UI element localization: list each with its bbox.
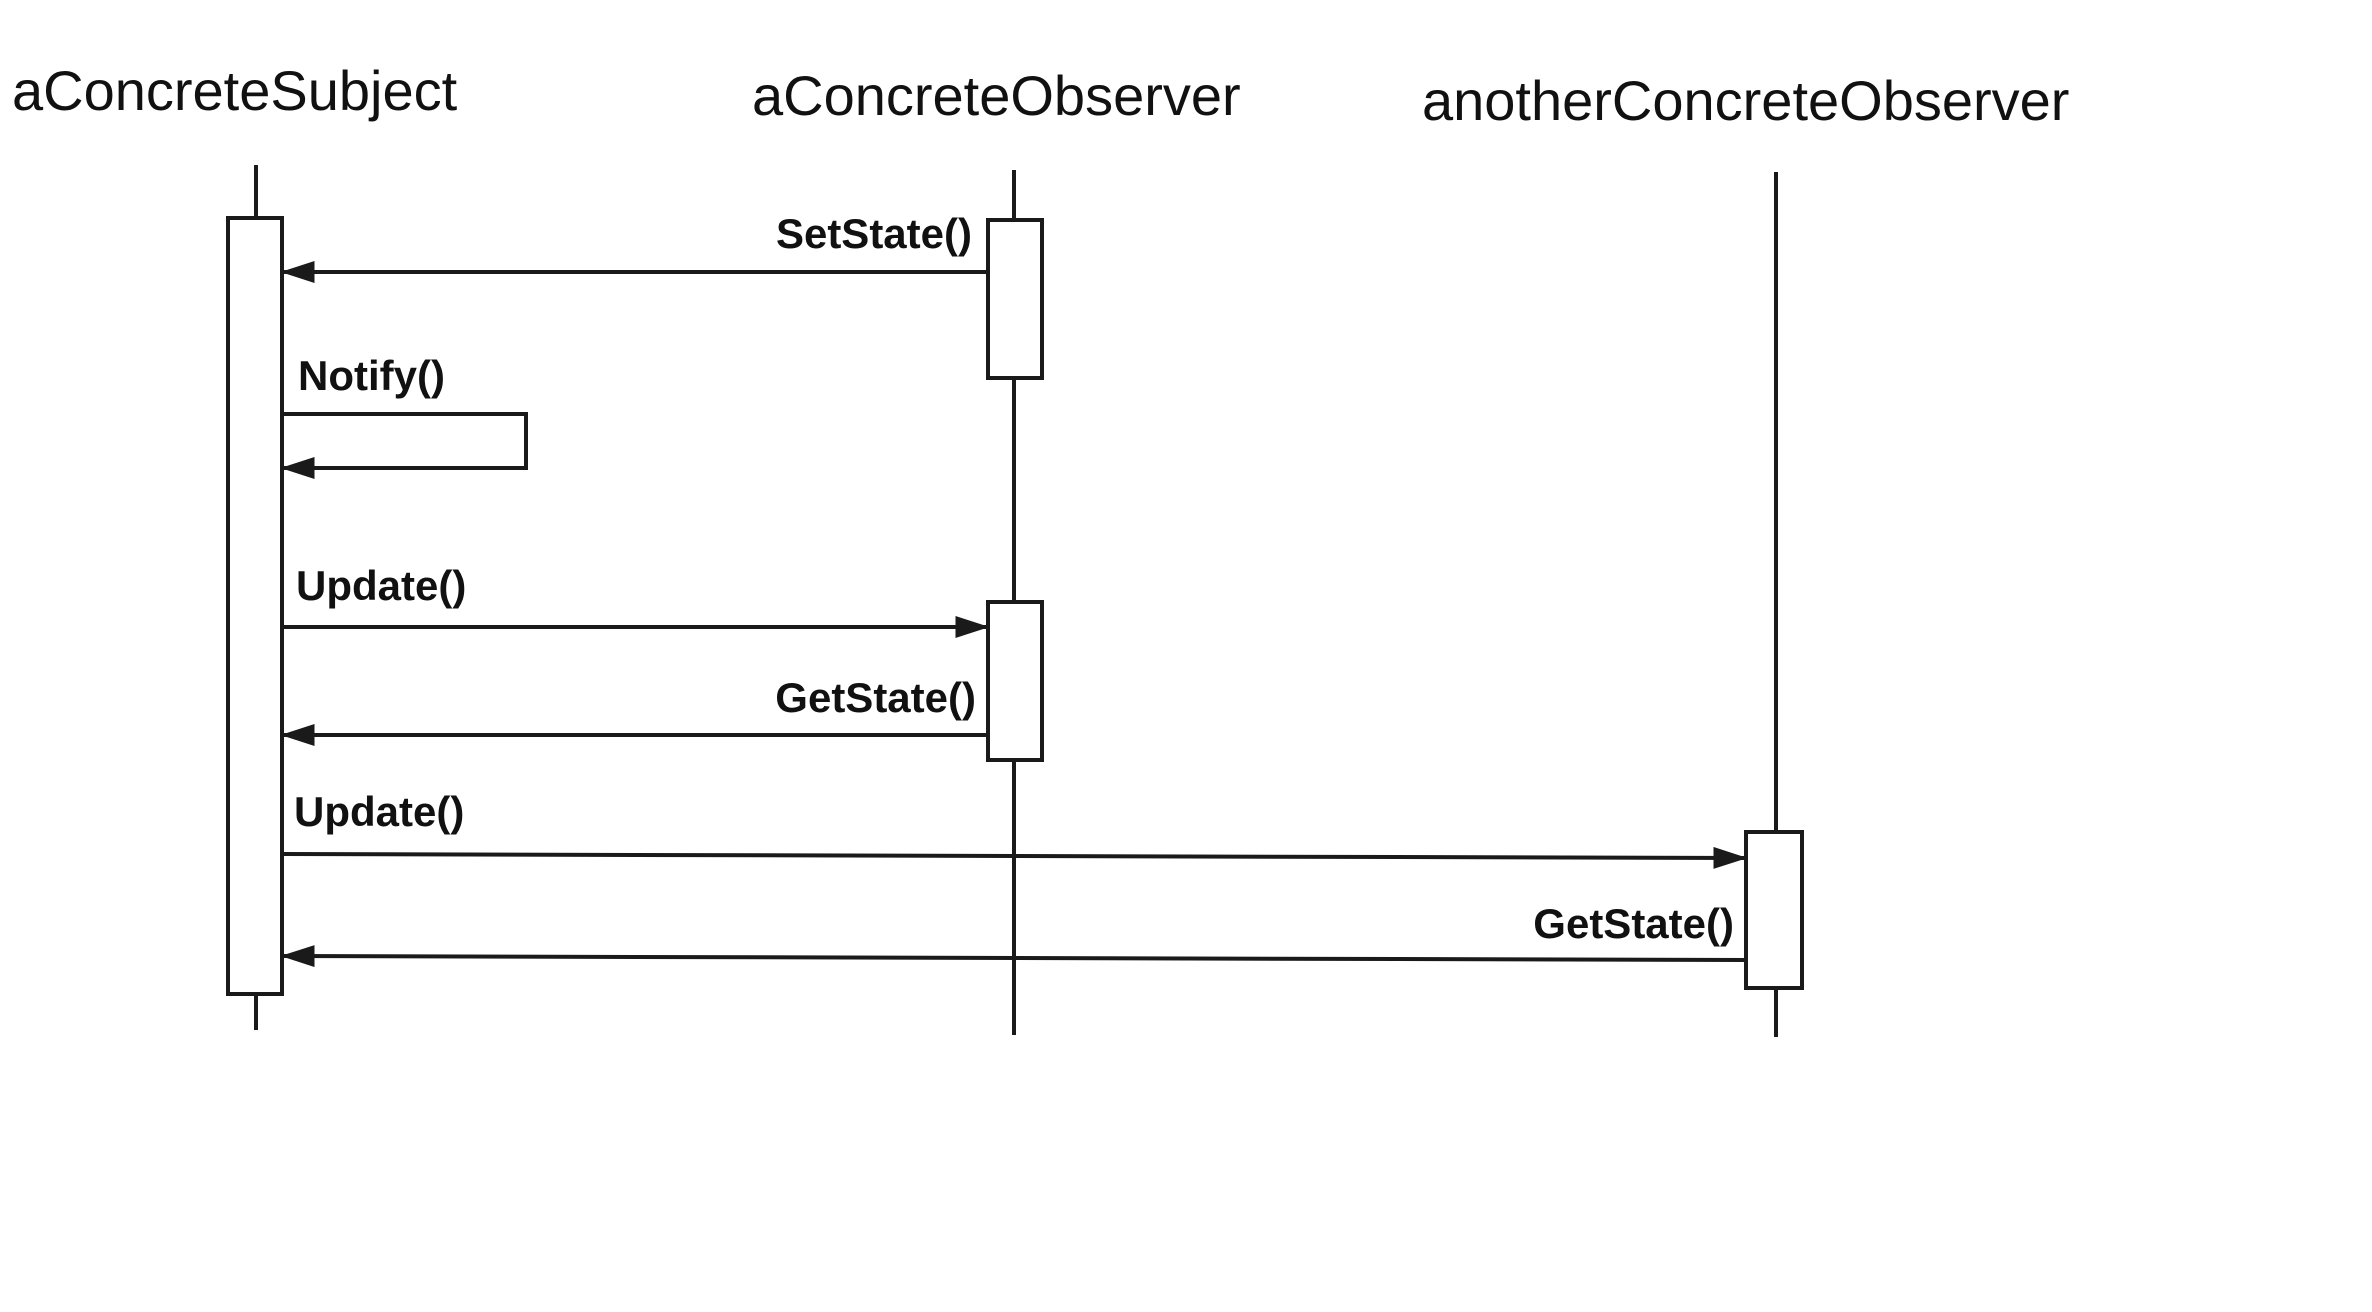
message-update1-label: Update() [296, 562, 466, 609]
message-update2-arrow [283, 846, 1748, 869]
activation-another [1744, 830, 1804, 990]
participant-subject-label: aConcreteSubject [12, 59, 458, 122]
message-setstate-label: SetState() [776, 210, 972, 257]
participant-another-label: anotherConcreteObserver [1422, 69, 2069, 132]
activation-subject [226, 216, 284, 996]
message-getstate2-label: GetState() [1533, 900, 1734, 947]
activation-observer-1 [986, 218, 1044, 380]
message-getstate1-label: GetState() [775, 674, 976, 721]
message-getstate2-arrow [280, 945, 1747, 968]
message-notify-arrow [280, 412, 528, 479]
message-update2-label: Update() [294, 788, 464, 835]
message-notify-label: Notify() [298, 352, 445, 399]
participant-observer-label: aConcreteObserver [752, 64, 1241, 127]
activation-observer-2 [986, 600, 1044, 762]
